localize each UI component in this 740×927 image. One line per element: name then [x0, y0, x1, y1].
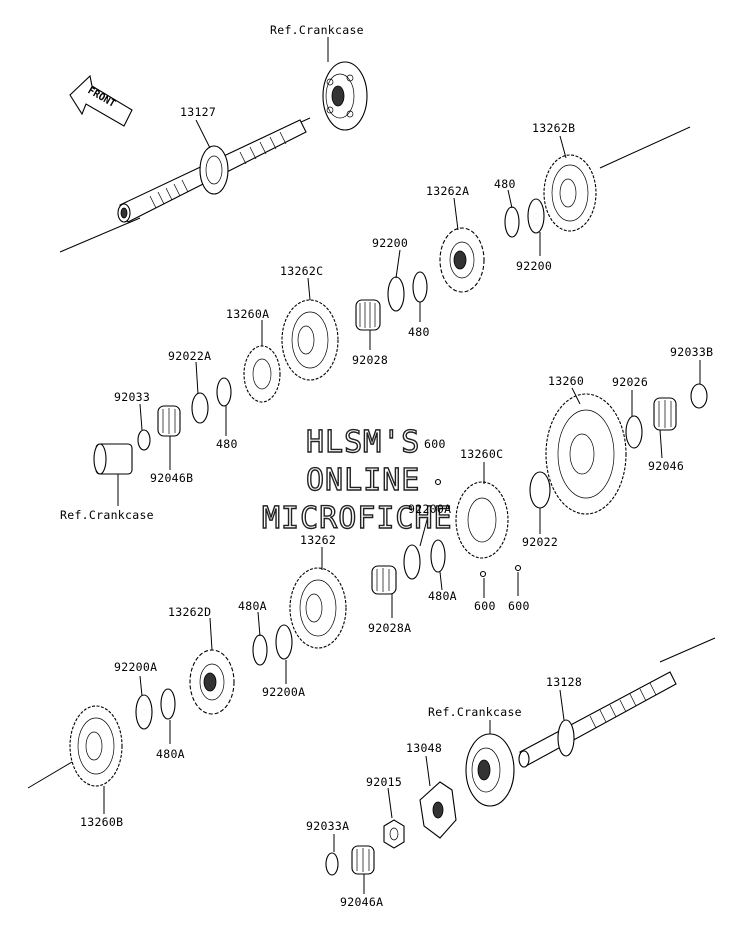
label-480A-c: 480A: [156, 747, 185, 761]
label-600-a: 600: [424, 437, 446, 451]
bearing-top: [322, 61, 368, 131]
label-92046B: 92046B: [150, 471, 193, 485]
label-480-mid: 480: [408, 325, 430, 339]
label-92200A-c: 92200A: [114, 660, 157, 674]
label-92200-b: 92200: [516, 259, 552, 273]
label-92026: 92026: [612, 375, 648, 389]
label-13128: 13128: [546, 675, 582, 689]
shaft-13127: [59, 117, 311, 253]
label-92046: 92046: [648, 459, 684, 473]
circlip-92033A: [325, 852, 339, 876]
label-ref-crankcase-left: Ref.Crankcase: [60, 508, 154, 522]
label-ref-crankcase-top: Ref.Crankcase: [270, 23, 364, 37]
shaft-13128: [518, 637, 716, 768]
gear-row-middle: [289, 383, 708, 649]
label-480A-a: 480A: [428, 589, 457, 603]
bearing-92046A: [351, 845, 375, 875]
watermark-line-1: HLSM'S: [306, 425, 420, 460]
label-13048: 13048: [406, 741, 442, 755]
label-92033: 92033: [114, 390, 150, 404]
label-92200-a: 92200: [372, 236, 408, 250]
leader-lines: [103, 37, 701, 894]
label-92200A-b: 92200A: [262, 685, 305, 699]
label-92028A: 92028A: [368, 621, 411, 635]
label-13260B: 13260B: [80, 815, 123, 829]
label-13262B: 13262B: [532, 121, 575, 135]
watermark-line-3: MICROFICHE: [262, 501, 453, 536]
bearing-bottom: [465, 733, 515, 807]
label-600-c: 600: [508, 599, 530, 613]
gear-row-upper: [93, 126, 691, 475]
label-13260C: 13260C: [460, 447, 503, 461]
cam-13048: [419, 781, 457, 839]
label-13260A: 13260A: [226, 307, 269, 321]
label-92015: 92015: [366, 775, 402, 789]
front-arrow-icon: FRONT: [69, 74, 133, 127]
label-92028: 92028: [352, 353, 388, 367]
label-13262C: 13262C: [280, 264, 323, 278]
label-92022A: 92022A: [168, 349, 211, 363]
label-480-top: 480: [494, 177, 516, 191]
label-13260: 13260: [548, 374, 584, 388]
label-480A-b: 480A: [238, 599, 267, 613]
label-ref-crankcase-bottom: Ref.Crankcase: [428, 705, 522, 719]
label-480-left: 480: [216, 437, 238, 451]
label-92033A: 92033A: [306, 819, 349, 833]
label-92046A: 92046A: [340, 895, 383, 909]
label-13262A: 13262A: [426, 184, 469, 198]
gear-row-lower: [27, 624, 293, 789]
label-600-b: 600: [474, 599, 496, 613]
label-13262D: 13262D: [168, 605, 211, 619]
nut-92015: [383, 819, 405, 849]
label-92200A-a: 92200A: [408, 502, 451, 516]
label-13262: 13262: [300, 533, 336, 547]
label-13127: 13127: [180, 105, 216, 119]
watermark-line-2: ONLINE: [306, 463, 420, 498]
part-labels: Ref.Crankcase 13127 13262B 480 13262A 92…: [60, 23, 713, 909]
watermark: HLSM'S ONLINE MICROFICHE: [261, 424, 453, 536]
label-92033B: 92033B: [670, 345, 713, 359]
label-92022: 92022: [522, 535, 558, 549]
